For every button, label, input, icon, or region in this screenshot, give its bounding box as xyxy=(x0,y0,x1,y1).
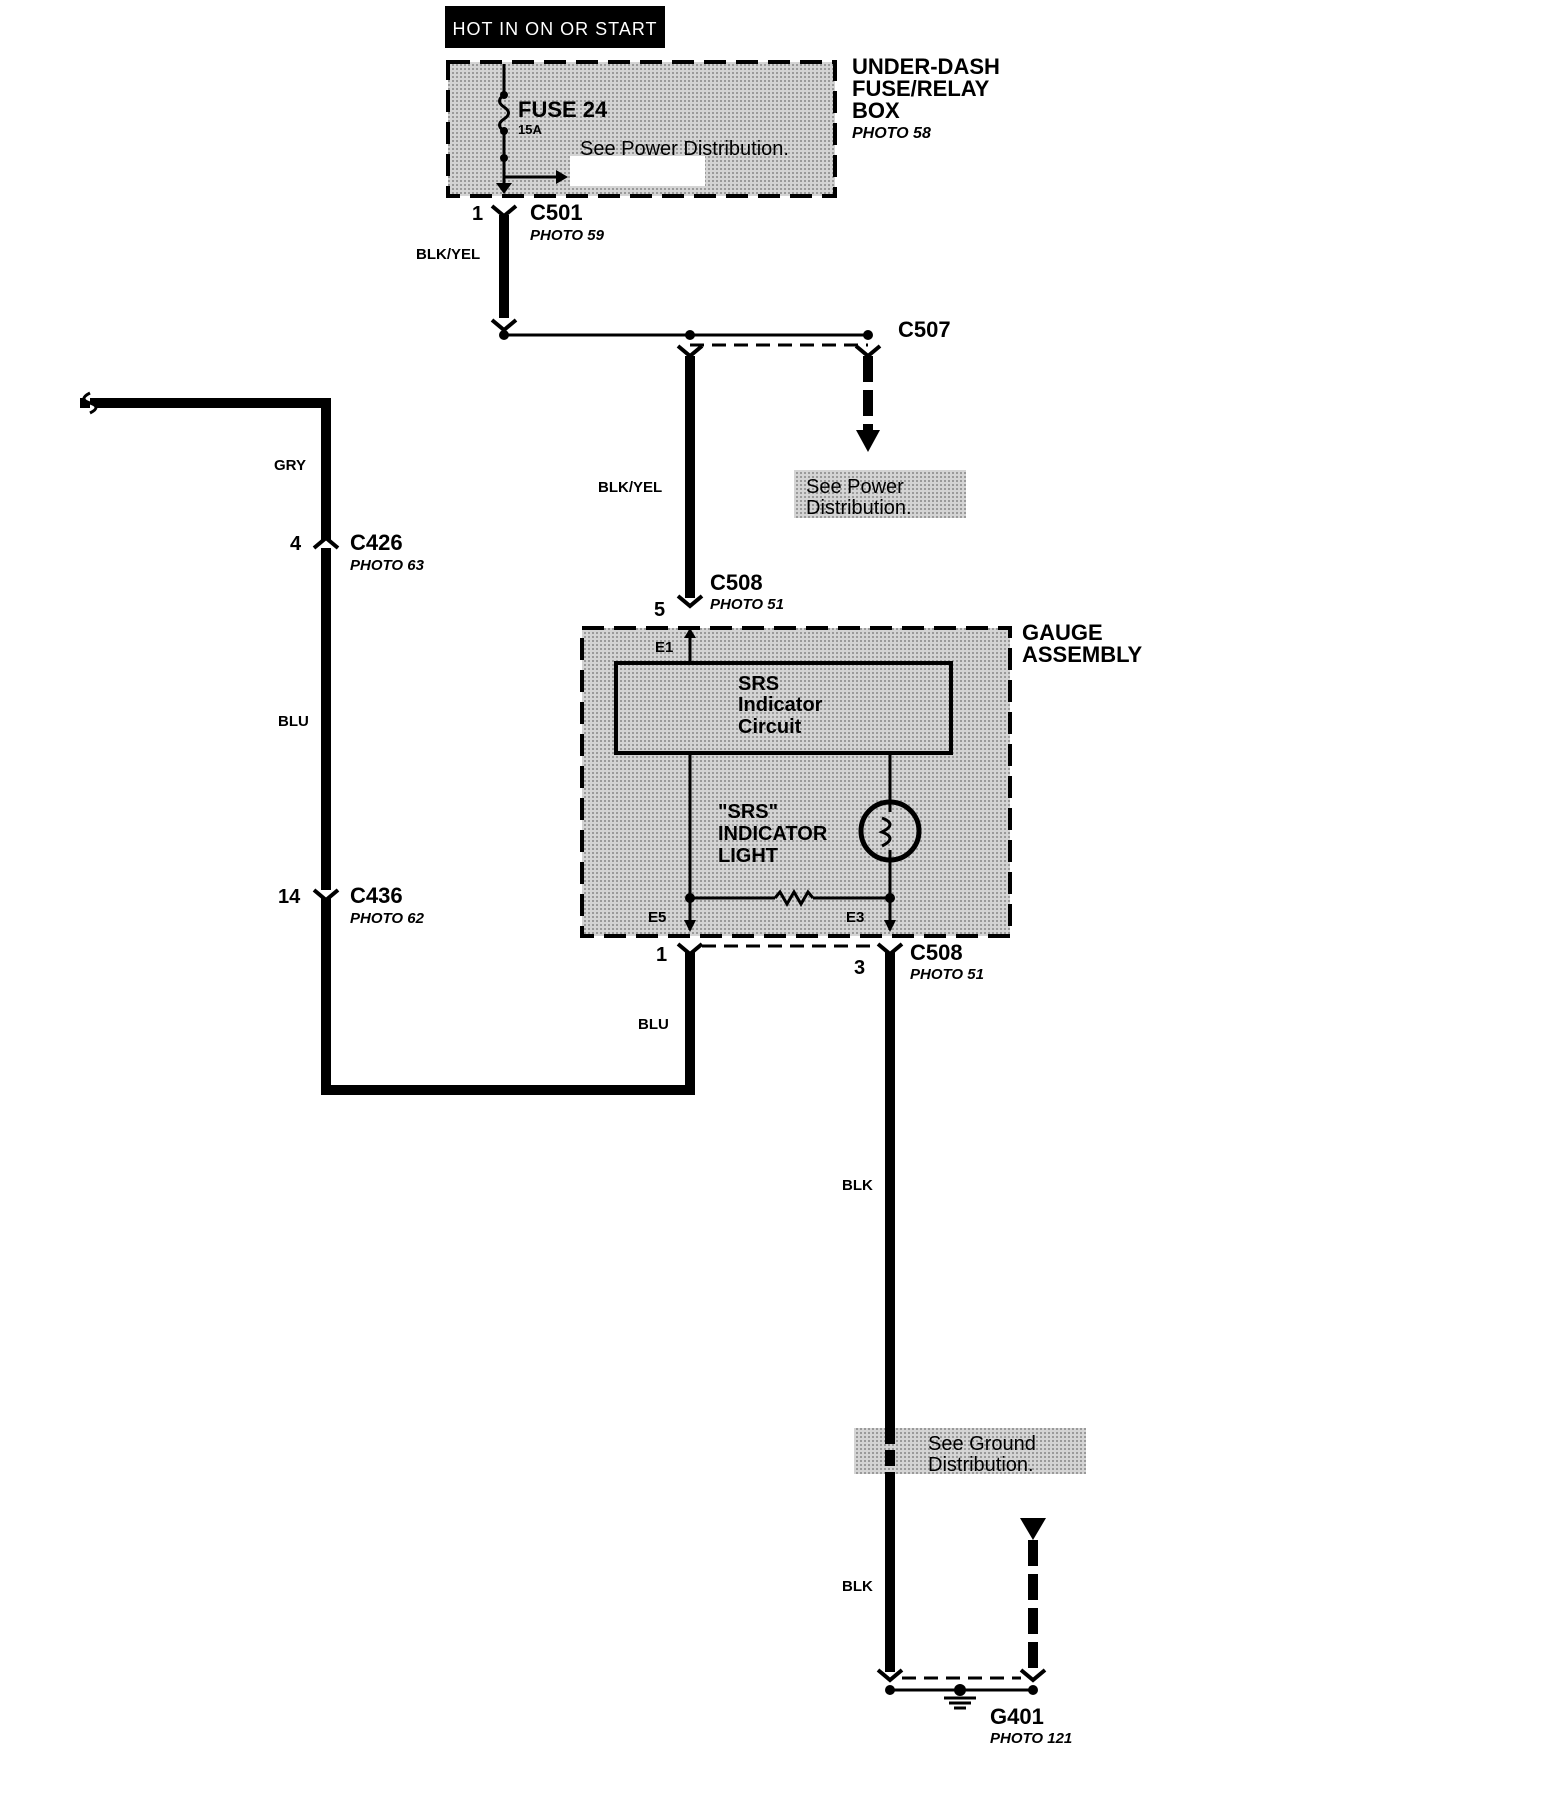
ground-branch xyxy=(902,1518,1047,1683)
svg-text:INDICATOR: INDICATOR xyxy=(718,823,828,845)
svg-text:PHOTO 121: PHOTO 121 xyxy=(990,1730,1072,1747)
wire-blk-yel-c501: BLK/YEL xyxy=(416,215,518,333)
svg-text:BLK: BLK xyxy=(842,1578,873,1595)
svg-text:PHOTO 63: PHOTO 63 xyxy=(350,557,425,574)
connector-c501: 1 C501 PHOTO 59 xyxy=(472,200,605,244)
svg-text:BLK/YEL: BLK/YEL xyxy=(416,246,480,263)
svg-text:See Power: See Power xyxy=(806,476,904,498)
svg-text:3: 3 xyxy=(854,957,865,979)
svg-text:PHOTO 51: PHOTO 51 xyxy=(710,596,784,613)
fuse-box-name-1: UNDER-DASH xyxy=(852,54,1000,79)
svg-text:C436: C436 xyxy=(350,883,403,908)
fuse-name: FUSE 24 xyxy=(518,97,608,122)
ground-g401: G401 PHOTO 121 xyxy=(885,1684,1072,1747)
svg-text:C507: C507 xyxy=(898,317,951,342)
svg-text:Circuit: Circuit xyxy=(738,716,802,738)
svg-text:G401: G401 xyxy=(990,1704,1044,1729)
srs-indicator-light-icon xyxy=(858,799,922,863)
svg-text:SRS: SRS xyxy=(738,673,779,695)
wire-blk-yel-c508: BLK/YEL 5 C508 PHOTO 51 xyxy=(598,356,784,621)
svg-text:See Ground: See Ground xyxy=(928,1433,1036,1455)
connector-c508-bottom: 1 3 C508 PHOTO 51 xyxy=(656,940,984,983)
connector-c436: 14 C436 PHOTO 62 xyxy=(278,883,425,927)
svg-text:C508: C508 xyxy=(910,940,963,965)
svg-text:BLU: BLU xyxy=(278,713,309,730)
svg-text:ASSEMBLY: ASSEMBLY xyxy=(1022,642,1143,667)
svg-text:Indicator: Indicator xyxy=(738,694,823,716)
svg-text:Distribution.: Distribution. xyxy=(928,1454,1034,1476)
svg-text:BLK: BLK xyxy=(842,1177,873,1194)
svg-text:GRY: GRY xyxy=(274,457,306,474)
connector-c426: 4 C426 PHOTO 63 xyxy=(290,530,425,574)
svg-text:PHOTO 51: PHOTO 51 xyxy=(910,966,984,983)
resistor-icon xyxy=(685,889,895,907)
svg-text:1: 1 xyxy=(656,944,667,966)
svg-text:C508: C508 xyxy=(710,570,763,595)
wire-blk-ground: BLK BLK xyxy=(842,952,904,1683)
svg-text:14: 14 xyxy=(278,886,301,908)
hot-in-on-or-start-label: HOT IN ON OR START xyxy=(445,6,665,48)
under-dash-fuse-relay-box: UNDER-DASH FUSE/RELAY BOX PHOTO 58 FUSE … xyxy=(446,54,1000,198)
svg-text:E5: E5 xyxy=(648,909,666,926)
srs-indicator-circuit: SRS Indicator Circuit xyxy=(614,661,953,755)
svg-text:BLU: BLU xyxy=(638,1016,669,1033)
svg-text:1: 1 xyxy=(472,203,483,225)
svg-text:HOT IN ON OR START: HOT IN ON OR START xyxy=(452,19,657,39)
svg-text:"SRS": "SRS" xyxy=(718,801,778,823)
gauge-assembly: GAUGE ASSEMBLY E1 SRS Indicator Circuit … xyxy=(580,620,1143,938)
wire-blu-gry-loop: GRY BLU BLU xyxy=(80,391,695,1095)
svg-text:BLK/YEL: BLK/YEL xyxy=(598,479,662,496)
svg-text:C426: C426 xyxy=(350,530,403,555)
power-distribution-branch: See Power Distribution. xyxy=(794,356,966,519)
see-ground-distribution: See Ground Distribution. xyxy=(854,1428,1086,1476)
svg-text:4: 4 xyxy=(290,533,302,555)
fuse-rating: 15A xyxy=(518,122,542,137)
svg-text:5: 5 xyxy=(654,599,665,621)
fuse-box-photo: PHOTO 58 xyxy=(852,125,931,142)
svg-text:C501: C501 xyxy=(530,200,583,225)
svg-text:GAUGE: GAUGE xyxy=(1022,620,1103,645)
svg-text:PHOTO 59: PHOTO 59 xyxy=(530,227,605,244)
fuse-box-see-power: See Power Distribution. xyxy=(580,138,789,160)
connector-c507: C507 xyxy=(499,317,951,359)
svg-text:E1: E1 xyxy=(655,639,673,656)
fuse-box-name-3: BOX xyxy=(852,98,900,123)
svg-text:LIGHT: LIGHT xyxy=(718,845,778,867)
svg-text:E3: E3 xyxy=(846,909,864,926)
svg-text:PHOTO 62: PHOTO 62 xyxy=(350,910,425,927)
fuse-24-icon xyxy=(496,64,568,194)
fuse-box-name-2: FUSE/RELAY xyxy=(852,76,990,101)
ground-icon xyxy=(944,1684,976,1710)
svg-text:Distribution.: Distribution. xyxy=(806,497,912,519)
